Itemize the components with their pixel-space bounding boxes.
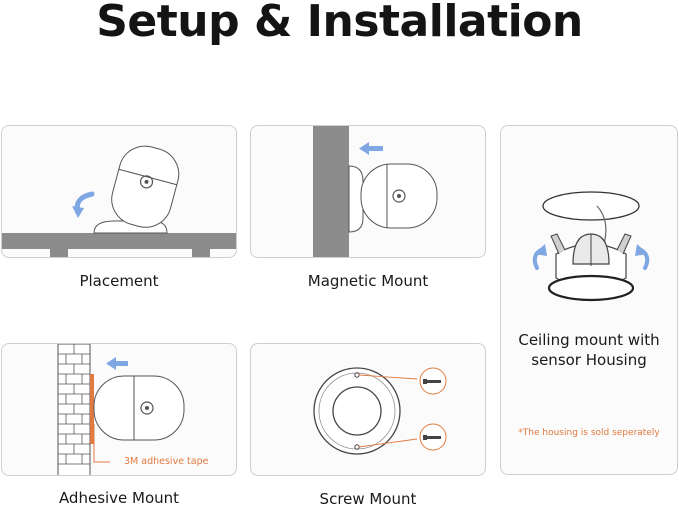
magnetic-illustration bbox=[313, 126, 438, 257]
placement-caption: Placement bbox=[79, 272, 159, 290]
placement-illustration bbox=[2, 145, 236, 257]
adhesive-illustration bbox=[57, 344, 185, 475]
housing-note: *The housing is sold seperately bbox=[518, 428, 660, 438]
ceiling-illustration bbox=[532, 191, 650, 302]
placement-panel bbox=[1, 125, 237, 258]
page-title: Setup & Installation bbox=[96, 0, 583, 47]
magnetic-panel bbox=[250, 125, 486, 258]
ceiling-panel bbox=[500, 125, 678, 475]
magnetic-caption: Magnetic Mount bbox=[307, 272, 429, 290]
tape-label: 3M adhesive tape bbox=[124, 456, 209, 467]
ceiling-caption-line1: Ceiling mount with bbox=[518, 331, 660, 349]
adhesive-caption: Adhesive Mount bbox=[58, 489, 180, 507]
adhesive-panel bbox=[1, 343, 237, 476]
screw-caption: Screw Mount bbox=[319, 490, 417, 508]
screw-illustration bbox=[313, 367, 447, 455]
ceiling-caption-line2: sensor Housing bbox=[531, 351, 647, 369]
screw-panel bbox=[250, 343, 486, 476]
